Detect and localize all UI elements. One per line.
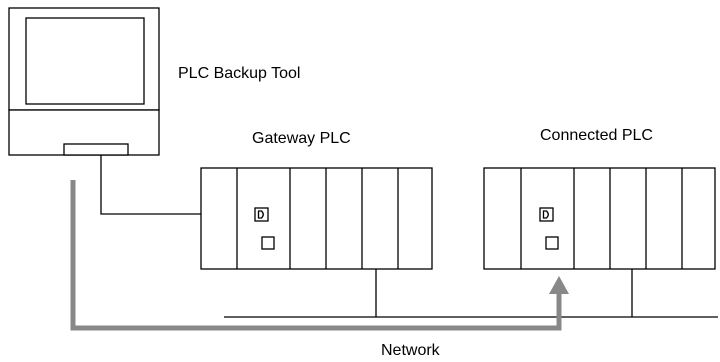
connected-label: Connected PLC: [540, 127, 653, 144]
communication-path-line: [70, 180, 562, 331]
network-label: Network: [381, 342, 441, 359]
connected-port-icon: [539, 207, 554, 222]
connected-rack-frame: [483, 167, 716, 270]
computer-icon: [8, 7, 160, 156]
computer-drive-slot: [63, 143, 129, 156]
gateway-port-icon: [254, 207, 269, 222]
communication-path: [70, 180, 569, 331]
gateway-rack-frame: [200, 167, 433, 270]
gateway-label: Gateway PLC: [252, 130, 351, 147]
arrow-up-icon: [549, 276, 569, 294]
connected-plc-rack: [483, 167, 716, 270]
gateway-plc-rack: [200, 167, 433, 270]
monitor-screen: [25, 17, 145, 105]
gateway-network-port-icon: [261, 236, 275, 250]
tool-label: PLC Backup Tool: [178, 65, 300, 82]
connected-network-port-icon: [545, 236, 559, 250]
